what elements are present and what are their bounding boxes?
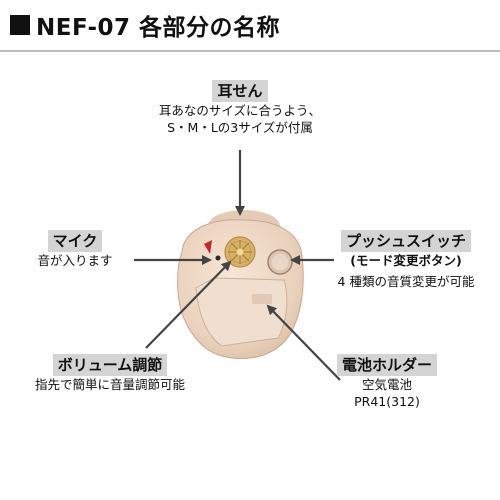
red-marker-icon bbox=[204, 240, 212, 254]
microphone-hole bbox=[215, 255, 221, 261]
arrow-volume bbox=[145, 260, 232, 349]
label-mic-name: マイク bbox=[47, 230, 103, 252]
label-volume: ボリューム調節 指先で簡単に音量調節可能 bbox=[10, 354, 210, 393]
push-switch-button bbox=[267, 249, 293, 275]
label-volume-line-1: 指先で簡単に音量調節可能 bbox=[34, 377, 185, 392]
label-mic: マイク 音が入ります bbox=[20, 230, 130, 269]
label-volume-name: ボリューム調節 bbox=[52, 354, 168, 376]
label-switch-name: プッシュスイッチ bbox=[340, 230, 471, 252]
label-battery-line-2: PR41(312) bbox=[354, 394, 420, 409]
page-title: NEF-07 各部分の名称 bbox=[36, 15, 281, 41]
battery-door-notch bbox=[252, 294, 272, 304]
title-square-icon bbox=[10, 15, 30, 35]
label-battery-line-1: 空気電池 bbox=[361, 377, 412, 392]
label-battery-name: 電池ホルダー bbox=[336, 354, 437, 376]
title-bar: NEF-07 各部分の名称 bbox=[0, 0, 500, 52]
volume-dial bbox=[224, 236, 256, 268]
label-switch: プッシュスイッチ (モード変更ボタン) 4 種類の音質変更が可能 bbox=[326, 230, 486, 290]
label-eartip-name: 耳せん bbox=[212, 80, 268, 102]
label-eartip-line-1: 耳あなのサイズに合うよう、 bbox=[158, 103, 322, 118]
label-eartip-line-2: S・M・Lの3サイズが付属 bbox=[167, 120, 313, 135]
label-battery: 電池ホルダー 空気電池 PR41(312) bbox=[322, 354, 452, 410]
label-mic-line-1: 音が入ります bbox=[37, 253, 113, 268]
label-switch-line-1: (モード変更ボタン) bbox=[350, 253, 462, 268]
label-switch-line-2: 4 種類の音質変更が可能 bbox=[337, 274, 475, 289]
label-eartip: 耳せん 耳あなのサイズに合うよう、 S・M・Lの3サイズが付属 bbox=[140, 80, 340, 136]
arrow-battery bbox=[266, 304, 341, 381]
